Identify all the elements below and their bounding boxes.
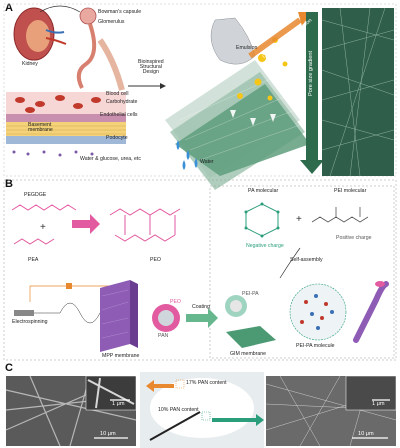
mpp-label: MPP membrane: [102, 353, 140, 359]
bowman-label: Bowman's capsule: [98, 9, 142, 15]
kidney-label: Kidney: [22, 61, 38, 67]
pan-fiber-label: PAN: [158, 333, 169, 339]
coating-label: Coating: [192, 304, 210, 310]
left-inset-scale: 1 μm: [112, 401, 125, 407]
right-inset-scale: 1 μm: [372, 401, 385, 407]
gim-label: GIM membrane: [230, 351, 267, 357]
panel-b-letter: B: [5, 178, 13, 190]
emulsion-label: Emulsion: [236, 45, 258, 51]
pei-title-label: PEI molecular: [334, 188, 367, 194]
blood-cell-label: Blood cell: [106, 91, 129, 97]
electrospinning-label: Electrospinning: [12, 319, 48, 325]
endothelial-label: Endothelial cells: [100, 112, 138, 118]
glomerulus-label: Glomerulus: [98, 19, 125, 25]
pan17-label: 17% PAN content: [186, 380, 227, 386]
carbohydrate-label: Carbohydrate: [106, 99, 138, 105]
panel-a-letter: A: [5, 2, 13, 14]
svg-text:+: +: [40, 222, 46, 233]
left-scale: 10 μm: [100, 431, 116, 437]
self-assembly-label: Self-assembly: [290, 257, 323, 263]
pei-pa-molecule-label: PEI-PA molecule: [296, 343, 335, 349]
pa-title-label: PA molecular: [248, 188, 279, 194]
svg-text:+: +: [296, 214, 302, 225]
filtrate-label: Water & glucose, urea, etc: [80, 156, 141, 162]
podocyte-label: Podocyte: [106, 135, 128, 141]
panel-c-letter: C: [5, 362, 13, 374]
peo-label: PEO: [150, 257, 161, 263]
negative-charge-label: Negative charge: [246, 243, 284, 249]
design-label: Bioinspired Structural Design: [138, 59, 164, 76]
water-label: Water: [200, 159, 214, 165]
positive-charge-label: Positive charge: [336, 235, 372, 241]
pan10-label: 10% PAN content: [158, 407, 199, 413]
pegdge-label: PEGDGE: [24, 192, 47, 198]
pei-pa-label: PEI-PA: [242, 291, 259, 297]
right-scale: 10 μm: [358, 431, 374, 437]
basement-label: Basement membrane: [28, 122, 53, 134]
peo-fiber-label: PEO: [170, 299, 181, 305]
pea-label: PEA: [28, 257, 39, 263]
